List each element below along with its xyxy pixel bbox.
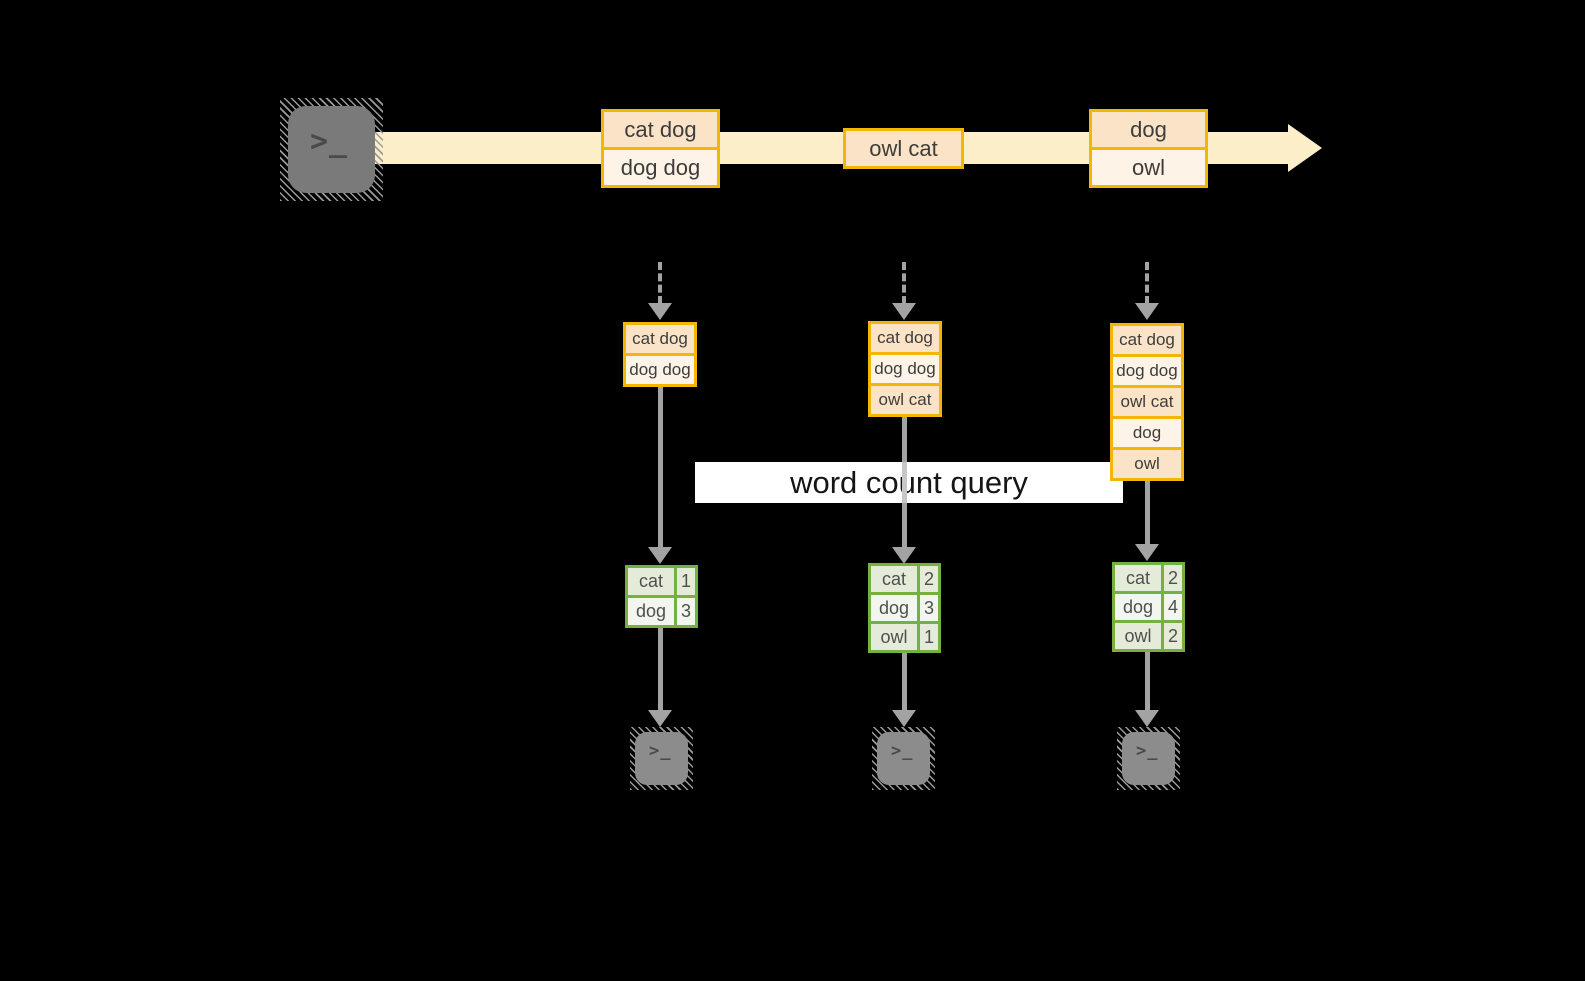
stream-record: dog dog (601, 147, 720, 188)
terminal-prompt-glyph: >_ (649, 741, 672, 761)
terminal-body: >_ (1122, 732, 1175, 785)
word-cell: cat (1115, 565, 1161, 591)
query-banner: word count query (695, 462, 1123, 503)
terminal-prompt-glyph: >_ (891, 741, 914, 761)
arrow-line (1145, 652, 1150, 710)
count-table-1: cat 1 dog 3 (625, 565, 698, 628)
dashed-arrow-line (1145, 262, 1149, 304)
dashed-arrow-line (658, 262, 662, 304)
record-stack-3: cat dog dog dog owl cat dog owl (1110, 323, 1184, 481)
stream-record: owl (1089, 147, 1208, 188)
arrow-line (658, 628, 663, 710)
terminal-body: >_ (288, 106, 375, 193)
dashed-arrowhead-icon (892, 303, 916, 320)
record-row: owl (1110, 447, 1184, 481)
stream-record: cat dog (601, 109, 720, 150)
terminal-prompt-glyph: >_ (1136, 741, 1159, 761)
terminal-prompt-glyph: >_ (310, 124, 349, 159)
terminal-body: >_ (635, 732, 688, 785)
count-cell: 3 (920, 595, 938, 621)
record-row: cat dog (868, 321, 942, 355)
stream-batch-2: owl cat (843, 128, 964, 169)
sink-terminal-icon: >_ (1117, 727, 1180, 790)
arrowhead-icon (648, 710, 672, 727)
dashed-arrow-line (902, 262, 906, 304)
word-cell: dog (871, 595, 917, 621)
arrow-line (902, 653, 907, 710)
count-cell: 2 (920, 566, 938, 592)
count-table-2: cat 2 dog 3 owl 1 (868, 563, 941, 653)
record-row: owl cat (868, 383, 942, 417)
count-cell: 1 (677, 568, 695, 595)
dashed-arrowhead-icon (1135, 303, 1159, 320)
stream-batch-3: dog owl (1089, 109, 1208, 188)
record-row: dog dog (623, 353, 697, 387)
count-cell: 1 (920, 624, 938, 650)
arrow-line (1145, 481, 1150, 544)
stream-record: owl cat (843, 128, 964, 169)
word-cell: dog (628, 598, 674, 625)
sink-terminal-icon: >_ (872, 727, 935, 790)
arrowhead-icon (1135, 710, 1159, 727)
arrow-line (658, 387, 663, 547)
word-cell: owl (1115, 623, 1161, 649)
stream-arrowhead-icon (1288, 124, 1322, 172)
record-stack-1: cat dog dog dog (623, 322, 697, 387)
record-stack-2: cat dog dog dog owl cat (868, 321, 942, 417)
word-cell: cat (628, 568, 674, 595)
record-row: dog dog (1110, 354, 1184, 388)
arrowhead-icon (892, 547, 916, 564)
record-row: dog (1110, 416, 1184, 450)
count-cell: 3 (677, 598, 695, 625)
query-banner-label: word count query (790, 464, 1028, 500)
stream-batch-1: cat dog dog dog (601, 109, 720, 188)
word-cell: cat (871, 566, 917, 592)
dashed-arrowhead-icon (648, 303, 672, 320)
record-row: dog dog (868, 352, 942, 386)
source-terminal-icon: >_ (280, 98, 383, 201)
terminal-body: >_ (877, 732, 930, 785)
word-cell: owl (871, 624, 917, 650)
stream-record: dog (1089, 109, 1208, 150)
record-row: cat dog (1110, 323, 1184, 357)
count-table-3: cat 2 dog 4 owl 2 (1112, 562, 1185, 652)
count-cell: 2 (1164, 565, 1182, 591)
arrowhead-icon (892, 710, 916, 727)
arrow-over-banner-segment (902, 462, 907, 503)
count-cell: 4 (1164, 594, 1182, 620)
word-cell: dog (1115, 594, 1161, 620)
count-cell: 2 (1164, 623, 1182, 649)
record-row: owl cat (1110, 385, 1184, 419)
arrowhead-icon (1135, 544, 1159, 561)
sink-terminal-icon: >_ (630, 727, 693, 790)
arrowhead-icon (648, 547, 672, 564)
record-row: cat dog (623, 322, 697, 356)
